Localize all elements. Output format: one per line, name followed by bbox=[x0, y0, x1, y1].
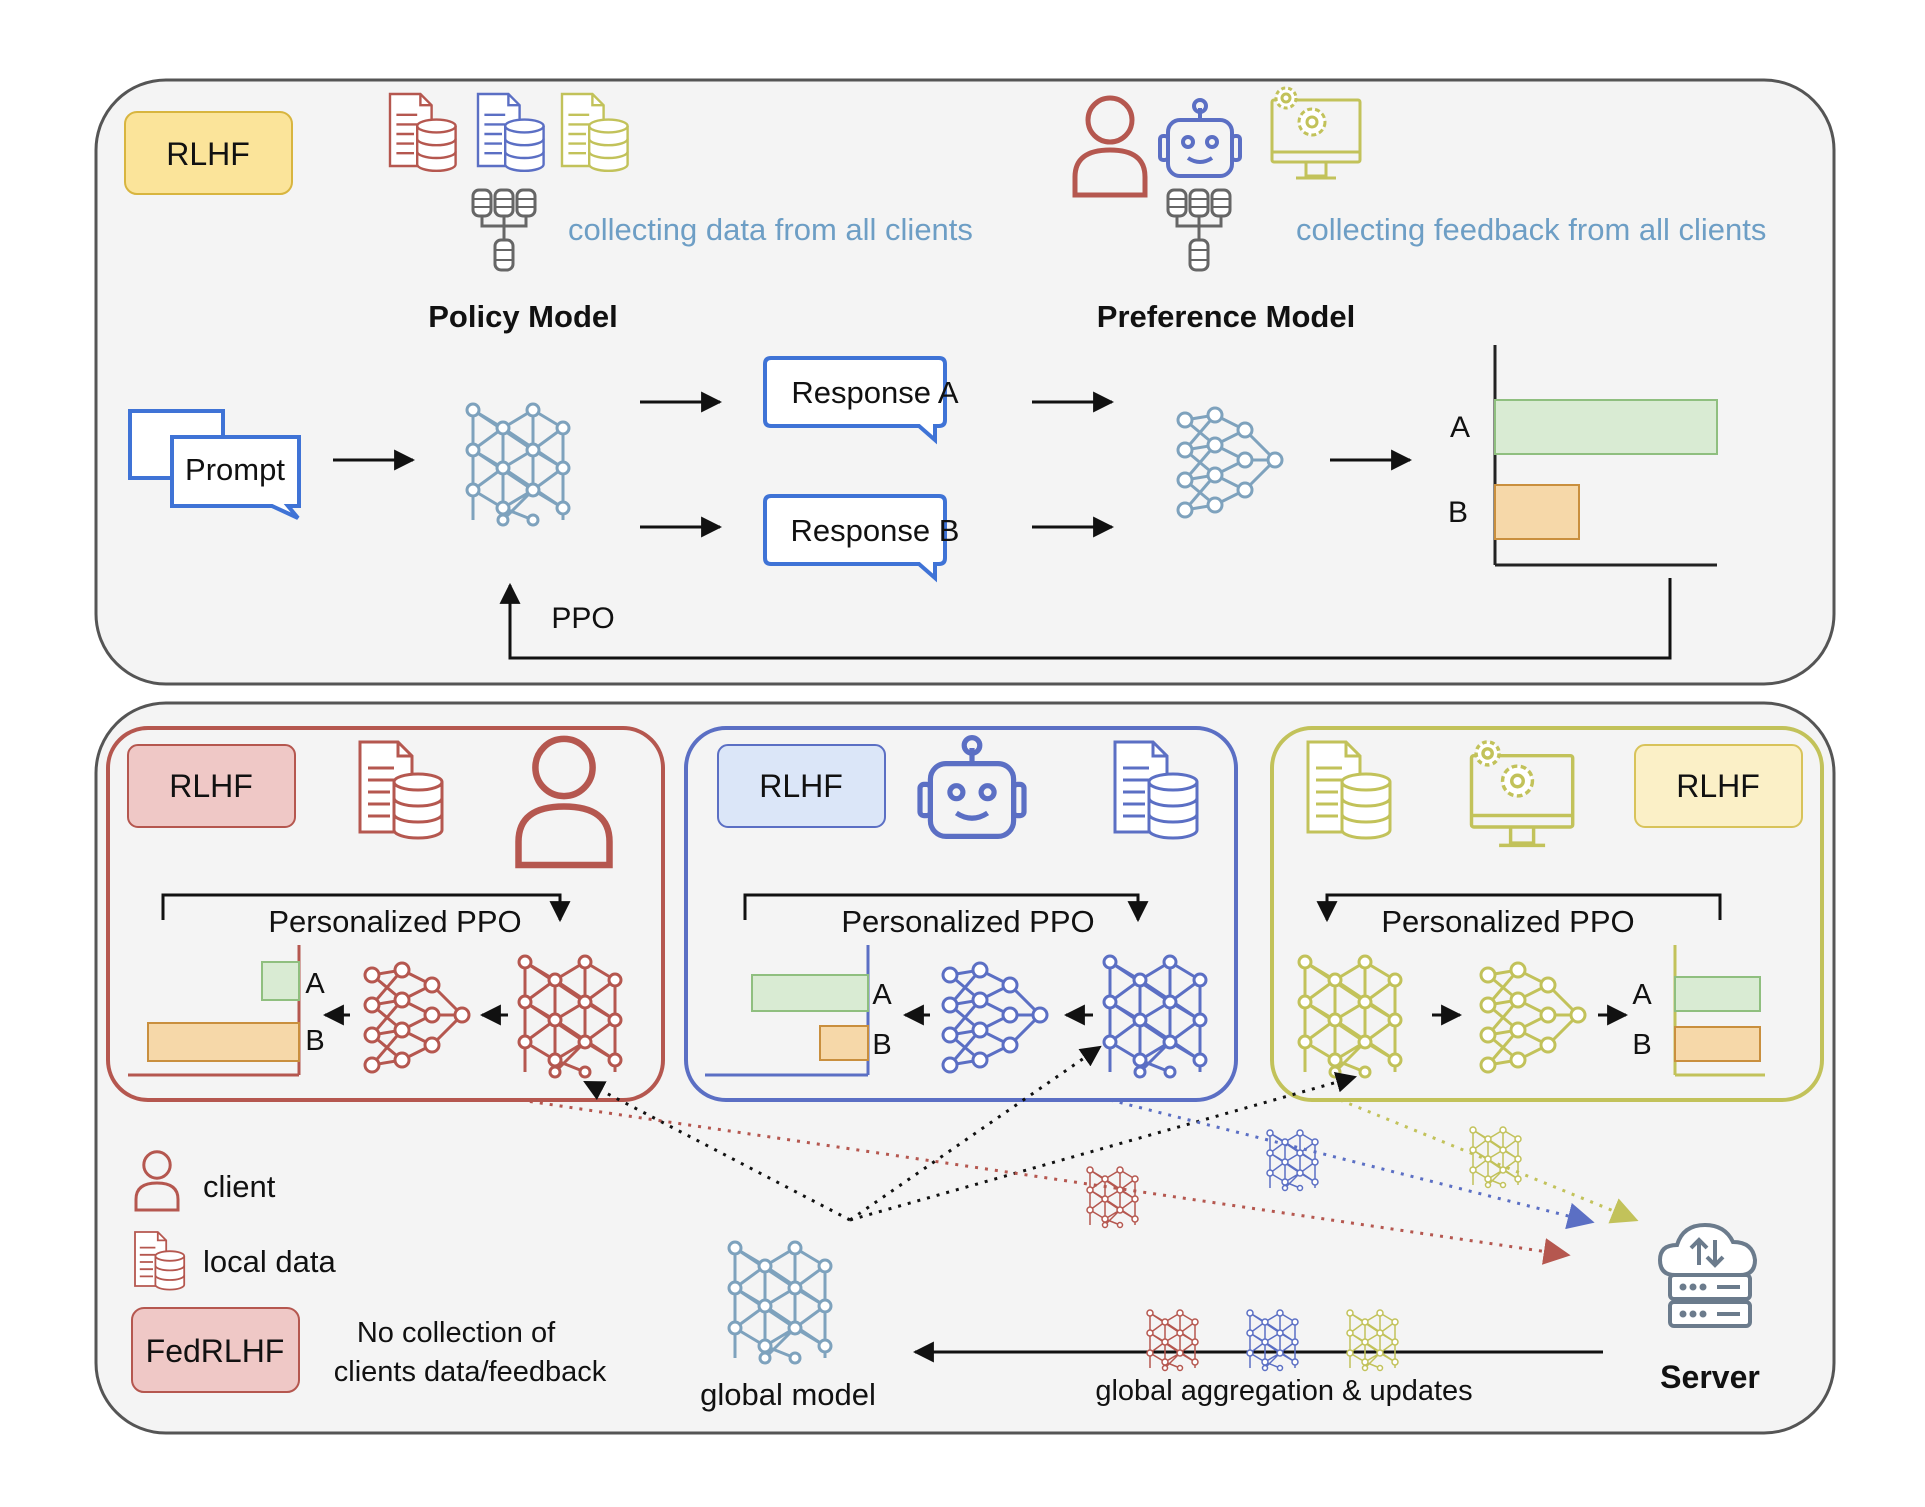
personalized-ppo-bracket-blue bbox=[743, 893, 1149, 923]
server-label: Server bbox=[1660, 1359, 1760, 1395]
collect-data-text: collecting data from all clients bbox=[568, 212, 973, 247]
ppo-feedback-arrow bbox=[499, 578, 1672, 660]
bar-a-red-label: A bbox=[305, 968, 325, 1000]
upload-arrow-red bbox=[519, 1098, 1571, 1265]
dist-arrow-to-blue bbox=[849, 1045, 1102, 1222]
response-a-label: Response A bbox=[791, 375, 958, 410]
bar-b-yellow-label: B bbox=[1632, 1029, 1651, 1061]
personalized-ppo-label-yellow: Personalized PPO bbox=[1381, 904, 1634, 939]
bar-b-blue bbox=[819, 1025, 869, 1061]
top-panel bbox=[94, 78, 1836, 686]
prompt-bubble bbox=[170, 435, 301, 520]
bar-a-red bbox=[261, 961, 300, 1001]
upload-arrow-blue bbox=[1109, 1098, 1595, 1230]
prompt-label: Prompt bbox=[185, 452, 285, 487]
personalized-ppo-bracket-yellow bbox=[1316, 893, 1722, 923]
aggregation-label: global aggregation & updates bbox=[1095, 1375, 1472, 1407]
personalized-ppo-label-red: Personalized PPO bbox=[268, 904, 521, 939]
ppo-label: PPO bbox=[551, 602, 614, 635]
legend-fedrlhf-badge bbox=[131, 1307, 300, 1393]
bar-b bbox=[1494, 484, 1580, 540]
bar-b-red-label: B bbox=[305, 1025, 324, 1057]
bar-a-yellow-label: A bbox=[1632, 979, 1652, 1011]
preference-model-title: Preference Model bbox=[1097, 299, 1355, 334]
rlhf-badge-yellow bbox=[1634, 744, 1803, 828]
legend-note-line2: clients data/feedback bbox=[334, 1356, 607, 1388]
bar-b-red bbox=[147, 1022, 300, 1062]
global-model-label: global model bbox=[700, 1377, 876, 1412]
bar-a-blue bbox=[751, 974, 869, 1012]
personalized-ppo-bracket-red bbox=[161, 893, 571, 923]
rlhf-badge-top-label: RLHF bbox=[166, 136, 250, 172]
bar-b-blue-label: B bbox=[872, 1029, 891, 1061]
bar-a bbox=[1494, 399, 1718, 455]
policy-model-title: Policy Model bbox=[428, 299, 617, 334]
legend-local-data-label: local data bbox=[203, 1244, 336, 1279]
dist-arrow-to-yellow bbox=[849, 1072, 1358, 1222]
bar-a-blue-label: A bbox=[872, 979, 892, 1011]
rlhf-badge-top bbox=[124, 111, 293, 195]
legend-client-label: client bbox=[203, 1169, 276, 1204]
rlhf-badge-blue bbox=[717, 744, 886, 828]
bar-a-yellow bbox=[1674, 976, 1761, 1012]
legend-note-line1: No collection of bbox=[357, 1317, 556, 1349]
bar-b-label: B bbox=[1448, 496, 1468, 529]
collect-feedback-text: collecting feedback from all clients bbox=[1296, 212, 1766, 247]
legend-fedrlhf-label: FedRLHF bbox=[146, 1333, 285, 1369]
bar-a-label: A bbox=[1450, 411, 1470, 444]
rlhf-badge-red-label: RLHF bbox=[169, 768, 253, 804]
rlhf-badge-blue-label: RLHF bbox=[759, 768, 843, 804]
bar-b-yellow bbox=[1674, 1026, 1761, 1062]
response-b-label: Response B bbox=[791, 513, 960, 548]
rlhf-badge-yellow-label: RLHF bbox=[1676, 768, 1760, 804]
personalized-ppo-label-blue: Personalized PPO bbox=[841, 904, 1094, 939]
rlhf-badge-red bbox=[127, 744, 296, 828]
